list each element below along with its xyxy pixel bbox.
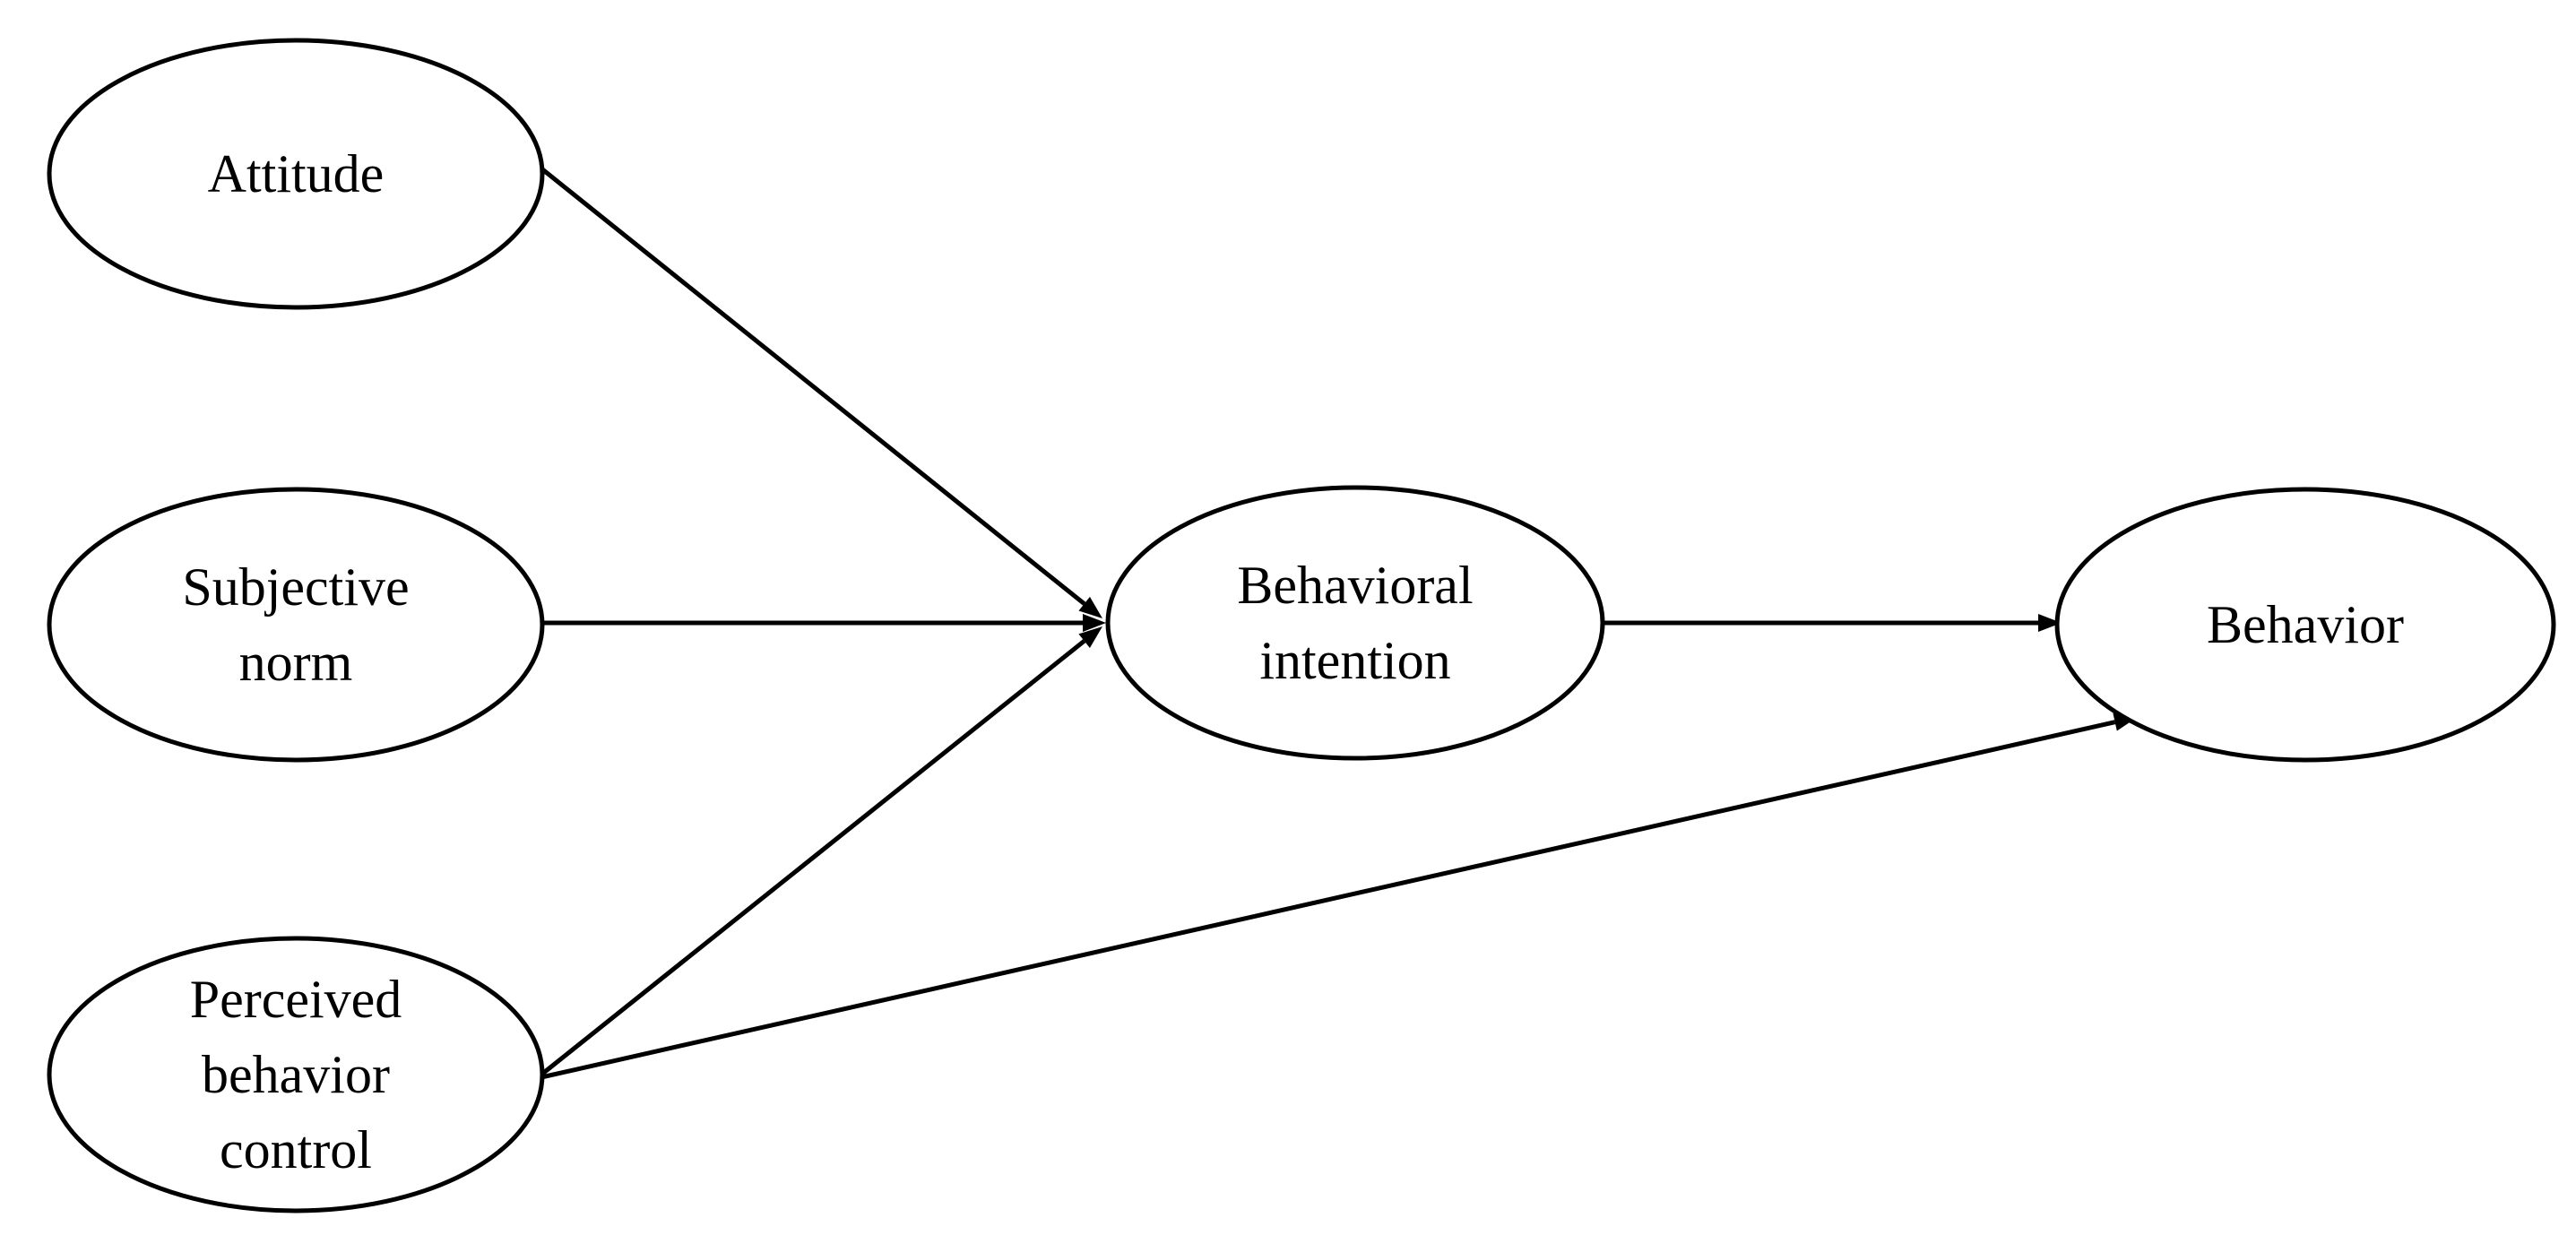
edges-layer xyxy=(540,167,2138,1080)
node-behavior: Behavior xyxy=(2054,487,2556,763)
node-subjective-norm: Subjective norm xyxy=(47,487,545,763)
edge-behavioral-intention-to-behavior xyxy=(1603,614,2062,632)
node-ellipse xyxy=(2054,487,2556,763)
node-label: Perceived xyxy=(190,970,402,1029)
arrowhead xyxy=(2038,614,2062,632)
node-label: Attitude xyxy=(208,144,385,203)
node-label: norm xyxy=(239,633,353,692)
node-label: behavior xyxy=(202,1045,390,1104)
arrowhead xyxy=(1078,596,1102,618)
edge-subjective-norm-to-behavioral-intention xyxy=(543,614,1106,632)
node-ellipse xyxy=(47,936,545,1213)
node-label: Behavioral xyxy=(1237,556,1473,615)
edge-line xyxy=(540,720,2116,1080)
edge-line xyxy=(540,639,1086,1076)
node-label: control xyxy=(220,1120,372,1179)
node-ellipse xyxy=(47,38,545,310)
node-label: Behavior xyxy=(2207,595,2404,654)
node-behavioral-intention: Behavioral intention xyxy=(1105,485,1605,761)
edge-perceived-behavior-control-to-behavioral-intention xyxy=(540,626,1102,1076)
node-ellipse xyxy=(47,487,545,763)
edge-line xyxy=(540,167,1086,606)
edge-perceived-behavior-control-to-behavior xyxy=(540,712,2138,1080)
node-attitude: Attitude xyxy=(47,38,545,310)
node-perceived-behavior-control: Perceived behavior control xyxy=(47,936,545,1213)
node-label: intention xyxy=(1259,631,1450,690)
node-label: Subjective xyxy=(182,557,409,617)
arrowhead xyxy=(1083,614,1106,632)
node-ellipse xyxy=(1105,485,1605,761)
arrowhead xyxy=(1078,626,1102,649)
edge-attitude-to-behavioral-intention xyxy=(540,167,1102,618)
